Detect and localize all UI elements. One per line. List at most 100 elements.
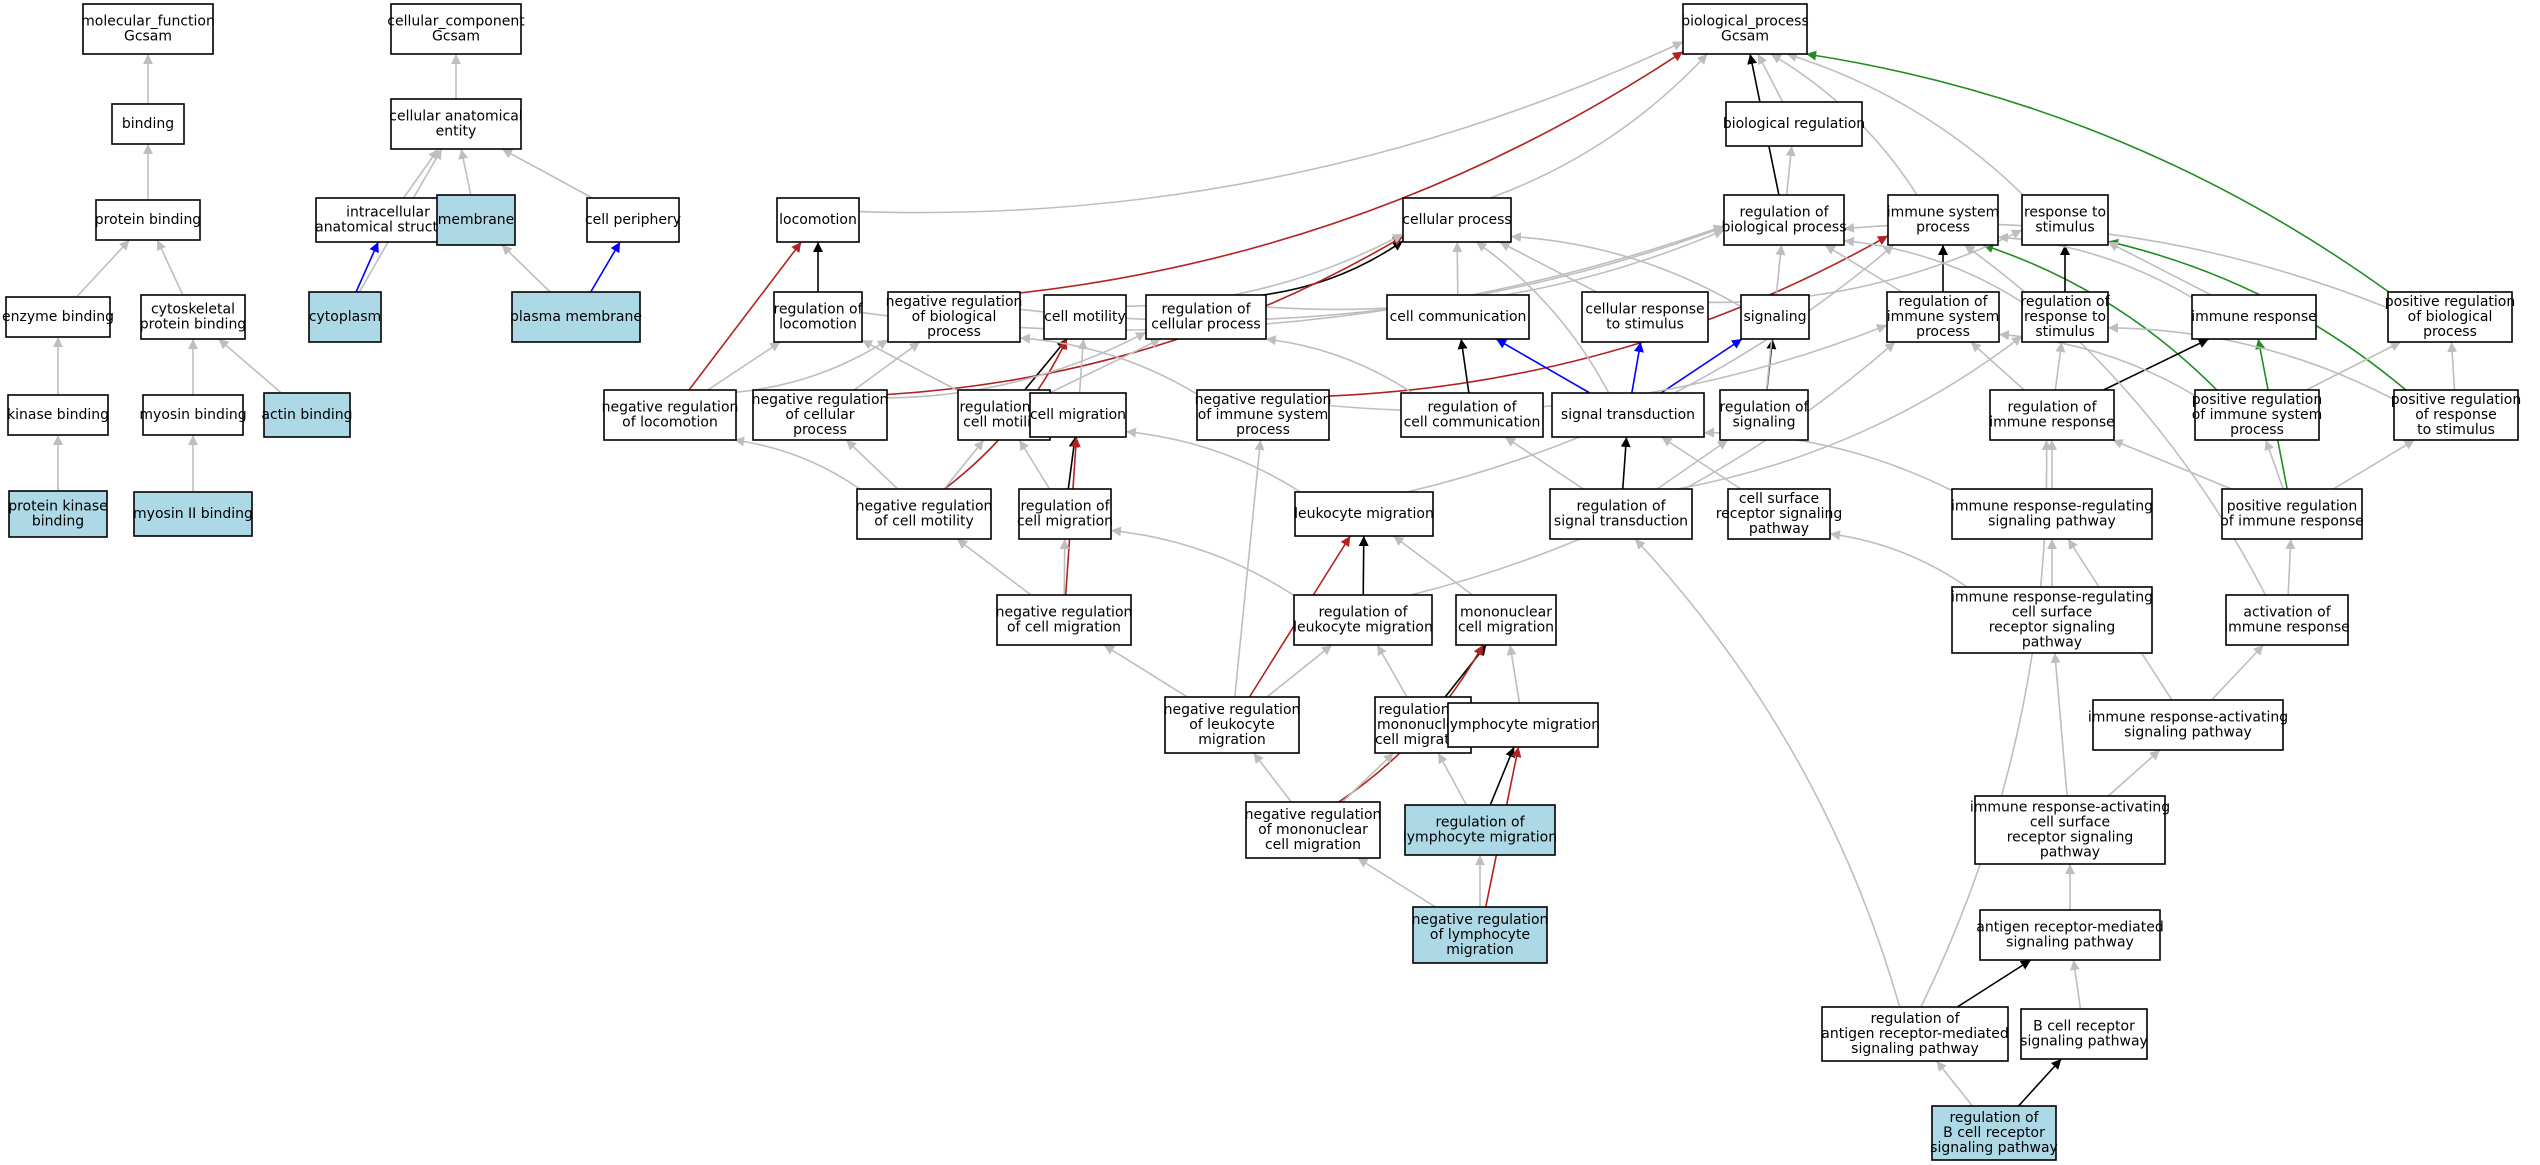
go-term-node-cell-migration[interactable]: cell migration bbox=[1029, 392, 1127, 438]
edge-line bbox=[1829, 530, 1968, 588]
edge-line bbox=[1510, 232, 1742, 308]
go-term-node-kinase-binding[interactable]: kinase binding bbox=[7, 394, 109, 436]
go-term-node-signaling[interactable]: signaling bbox=[1740, 294, 1810, 340]
go-term-node-membrane[interactable]: membrane bbox=[436, 194, 516, 246]
node-box bbox=[752, 389, 888, 441]
node-box bbox=[2194, 389, 2320, 441]
go-term-node-cell-communication[interactable]: cell communication bbox=[1386, 294, 1530, 340]
go-term-node-binding[interactable]: binding bbox=[111, 103, 185, 145]
go-term-node-enzyme-binding[interactable]: enzyme binding bbox=[2, 296, 114, 338]
edge-line bbox=[1935, 1060, 1974, 1107]
go-term-node-lymphocyte-migration[interactable]: lymphocyte migration bbox=[1446, 702, 1600, 748]
node-label-line: process bbox=[1916, 220, 1970, 236]
go-term-node-cell-motility[interactable]: cell motility bbox=[1043, 294, 1127, 340]
node-label-line: regulation of bbox=[1870, 1011, 1960, 1027]
go-term-node-cytoplasm[interactable]: cytoplasm bbox=[308, 291, 382, 343]
go-term-node-actin-binding[interactable]: actin binding bbox=[261, 392, 353, 438]
node-label-line: signaling pathway bbox=[2020, 1034, 2148, 1050]
node-label-line: regulation of bbox=[773, 302, 863, 318]
edge-is-a bbox=[1049, 338, 1161, 394]
edge-line bbox=[853, 341, 921, 391]
go-term-node-leukocyte-migration[interactable]: leukocyte migration bbox=[1294, 491, 1434, 537]
edge-is-a bbox=[1499, 241, 1597, 293]
node-label-line: regulation of bbox=[1161, 302, 1251, 318]
go-term-node-locomotion[interactable]: locomotion bbox=[776, 197, 860, 243]
node-label-line: stimulus bbox=[2035, 220, 2094, 236]
go-term-node-myosin-ii-binding[interactable]: myosin II binding bbox=[133, 491, 253, 537]
node-label-line: cell motility bbox=[963, 415, 1045, 431]
edge-is-a bbox=[2050, 652, 2068, 797]
go-term-node-protein-binding[interactable]: protein binding bbox=[95, 199, 201, 241]
go-term-node-biological-regulation[interactable]: biological regulation bbox=[1723, 101, 1865, 147]
edge-line bbox=[1495, 338, 1591, 394]
edge-line bbox=[1444, 644, 1487, 698]
go-term-node-cellular-process[interactable]: cellular process bbox=[1402, 197, 1512, 243]
edge-is-a bbox=[1997, 232, 2193, 299]
node-box bbox=[1979, 909, 2161, 961]
edge-line bbox=[1407, 244, 1895, 493]
node-box bbox=[1821, 1006, 2009, 1062]
edge-is-a bbox=[707, 341, 781, 391]
edge-line bbox=[861, 339, 959, 392]
edge-line bbox=[2069, 959, 2082, 1010]
go-term-node-myosin-binding[interactable]: myosin binding bbox=[139, 394, 247, 436]
edge-line bbox=[218, 338, 282, 394]
node-box bbox=[1581, 291, 1709, 343]
go-term-node-immune-response[interactable]: immune response bbox=[2191, 294, 2317, 340]
go-term-node-plasma-membrane[interactable]: plasma membrane bbox=[510, 291, 642, 343]
edge-line bbox=[956, 538, 1032, 596]
go-term-node-cell-periphery[interactable]: cell periphery bbox=[585, 197, 681, 243]
edge-is-a bbox=[735, 339, 889, 394]
go-term-node-signal-transduction[interactable]: signal transduction bbox=[1551, 392, 1705, 438]
node-label-line: immune system bbox=[1887, 205, 2000, 221]
node-box bbox=[1951, 586, 2153, 654]
edge-is-a bbox=[1357, 857, 1436, 908]
